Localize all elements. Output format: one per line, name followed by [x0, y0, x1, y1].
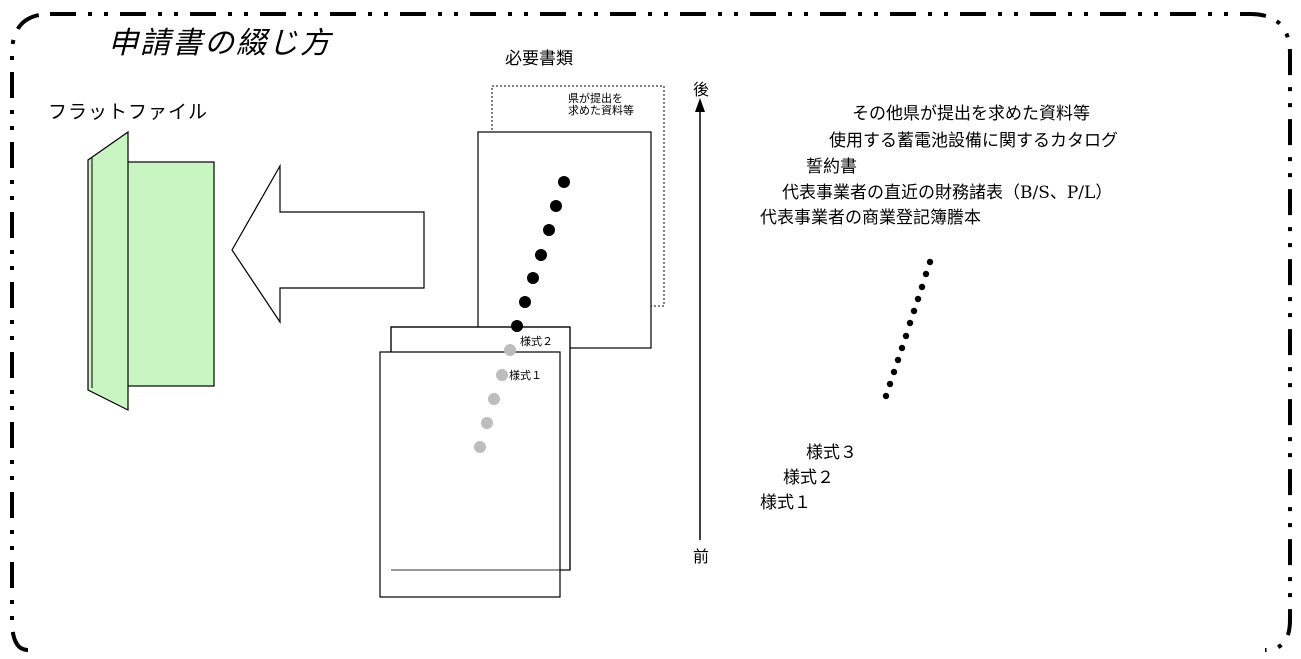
required-docs-label: 必要書類 — [505, 49, 573, 69]
order-item-financials: 代表事業者の直近の財務諸表（B/S、P/L） — [782, 183, 1113, 203]
back-doc-label: 県が提出を 求めた資料等 — [568, 92, 634, 117]
page-title: 申請書の綴じ方 — [108, 26, 332, 61]
insert-arrow — [231, 163, 425, 324]
order-axis-arrowhead — [695, 98, 705, 112]
order-item-other-docs: その他県が提出を求めた資料等 — [852, 104, 1090, 124]
doc-back-solid — [477, 131, 652, 349]
forms-item-3: 様式３ — [806, 443, 857, 463]
doc-form1 — [379, 351, 561, 598]
flat-file-back — [125, 161, 215, 387]
dashed-frame — [10, 12, 1292, 652]
form2-stack-label: 様式２ — [520, 335, 553, 348]
axis-front-label: 前 — [693, 547, 710, 566]
list-dots — [882, 258, 934, 400]
stack-dots-black — [511, 176, 570, 332]
order-item-battery-catalog: 使用する蓄電池設備に関するカタログ — [829, 131, 1118, 151]
flat-file-label: フラットファイル — [48, 101, 209, 123]
axis-back-label: 後 — [693, 80, 710, 99]
forms-item-2: 様式２ — [783, 468, 834, 488]
form1-stack-label: 様式１ — [509, 369, 542, 382]
flat-file-spine — [87, 130, 129, 411]
order-item-pledge: 誓約書 — [806, 157, 857, 177]
forms-item-1: 様式１ — [760, 493, 811, 513]
stack-dots-gray — [474, 344, 516, 453]
order-item-registry: 代表事業者の商業登記簿謄本 — [760, 208, 981, 228]
